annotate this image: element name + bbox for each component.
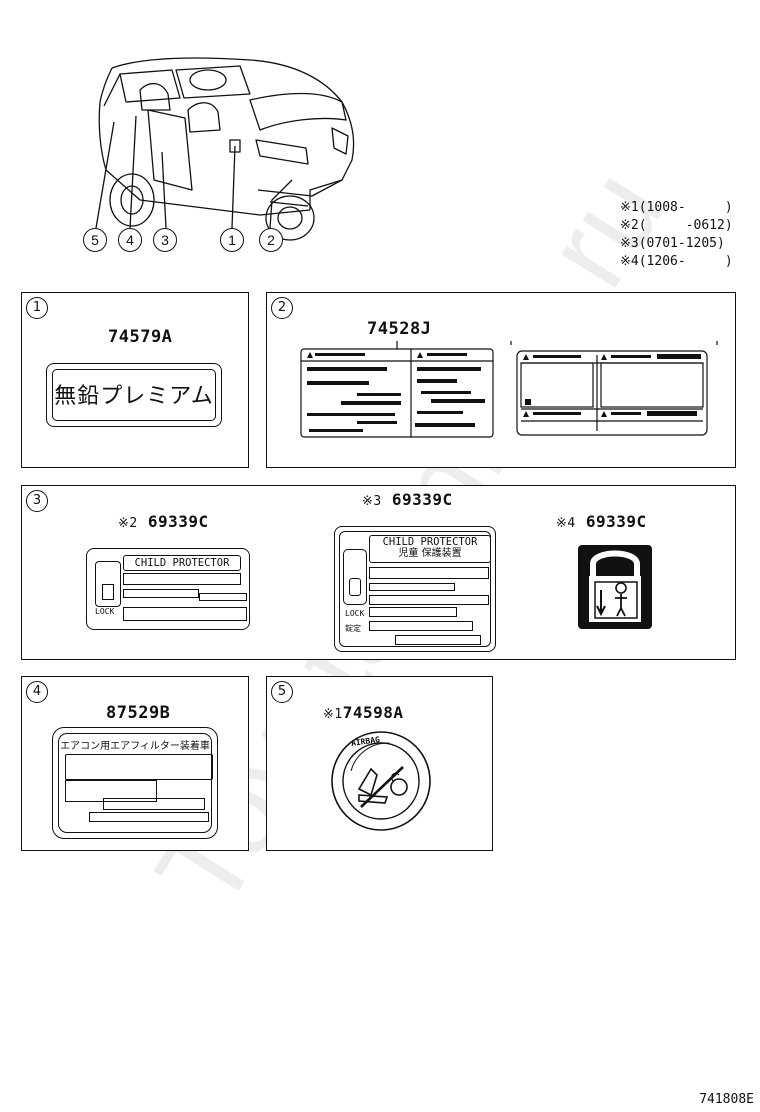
child-protector-label-b: CHILD PROTECTOR 児童 保護装置 LOCK 錠定 [334, 526, 496, 652]
lock-text: LOCK [95, 607, 115, 616]
callout-1: 1 [220, 228, 244, 252]
lock-text-jp: 錠定 [345, 624, 361, 633]
panel-number: 1 [26, 297, 48, 319]
child-protector-label-a: CHILD PROTECTOR LOCK [86, 548, 250, 630]
child-lock-pictogram [578, 545, 652, 629]
panel-3: 3 ※2 69339C CHILD PROTECTOR LOCK ※3 6933… [21, 485, 736, 660]
panel-4: 4 87529B エアコン用エアフィルター装着車 [21, 676, 249, 851]
airbag-label [331, 731, 431, 831]
note-2: ※2( -0612) [620, 218, 733, 233]
callout-5: 5 [83, 228, 107, 252]
vehicle-illustration [95, 57, 355, 241]
panel-1: 1 74579A 無鉛プレミアム [21, 292, 249, 468]
applicability-notes: ※1(1008- ) ※2( -0612) ※3(0701-1205) ※4(1… [620, 200, 733, 269]
air-filter-label: エアコン用エアフィルター装着車 [52, 727, 218, 839]
part-number-c: ※4 69339C [556, 512, 647, 531]
part-number-b: ※3 69339C [362, 490, 453, 509]
note-4: ※4(1206- ) [620, 254, 733, 269]
lock-text: LOCK [345, 609, 365, 618]
callout-2: 2 [259, 228, 283, 252]
figure-code: 741808E [699, 1092, 754, 1107]
label-title: CHILD PROTECTOR 児童 保護装置 [369, 535, 491, 563]
panel-number: 2 [271, 297, 293, 319]
panel-number: 5 [271, 681, 293, 703]
fuel-label-text: 無鉛プレミアム [54, 384, 214, 409]
air-filter-label-text: エアコン用エアフィルター装着車 [60, 741, 210, 752]
lock-switch-icon [95, 561, 121, 607]
panel-2: 2 74528J [266, 292, 736, 468]
fuel-label: 無鉛プレミアム [46, 363, 222, 427]
note-1: ※1(1008- ) [620, 200, 733, 215]
part-number: ※174598A [323, 703, 404, 722]
part-number: 74579A [108, 327, 173, 347]
part-number: 74528J [367, 319, 432, 339]
callout-4: 4 [118, 228, 142, 252]
panel-number: 3 [26, 490, 48, 512]
part-number-a: ※2 69339C [118, 512, 209, 531]
label-title: CHILD PROTECTOR [123, 555, 241, 571]
lock-switch-icon [343, 549, 367, 605]
panel-5: 5 ※174598A AIRBAG [266, 676, 493, 851]
panel-number: 4 [26, 681, 48, 703]
note-3: ※3(0701-1205) [620, 236, 725, 251]
part-number: 87529B [106, 703, 171, 723]
callout-3: 3 [153, 228, 177, 252]
caution-labels [300, 341, 718, 438]
